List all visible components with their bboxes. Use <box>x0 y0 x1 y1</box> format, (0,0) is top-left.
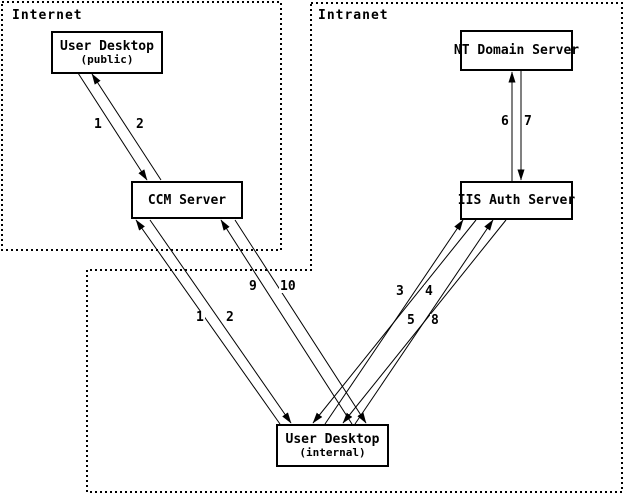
node-ccm-server-label: CCM Server <box>147 192 227 208</box>
edge-label-2-internal: 2 <box>225 310 235 325</box>
edge-label-7: 7 <box>523 114 533 129</box>
node-user-desktop-internal-label: User Desktop <box>285 432 380 447</box>
node-user-desktop-public-label: User Desktop <box>60 39 154 54</box>
edge-1-public-desktop-to-ccm <box>77 72 148 181</box>
intranet-zone-outline <box>86 2 623 493</box>
edge-label-5: 5 <box>406 313 416 328</box>
edge-2-ccm-to-public-desktop <box>91 73 162 181</box>
edge-label-1-internal: 1 <box>195 310 205 325</box>
edge-8-iis-to-internal-desktop <box>342 219 507 424</box>
node-nt-domain-server-label: NT Domain Server <box>453 43 580 58</box>
internet-zone-label: Internet <box>12 8 83 23</box>
edge-10-ccm-to-internal-desktop <box>234 219 367 424</box>
edge-label-9: 9 <box>248 279 258 294</box>
edge-2-ccm-to-internal-desktop <box>149 219 292 424</box>
edge-label-6: 6 <box>500 114 510 129</box>
edge-label-4: 4 <box>424 284 434 299</box>
edge-4-iis-to-internal-desktop <box>312 219 477 424</box>
node-user-desktop-internal-sublabel: (internal) <box>299 446 366 459</box>
edge-label-1-public: 1 <box>93 117 103 132</box>
node-user-desktop-public-sublabel: (public) <box>80 53 134 66</box>
edge-label-3: 3 <box>395 284 405 299</box>
edge-label-10: 10 <box>279 279 297 294</box>
internet-zone-outline <box>1 1 282 251</box>
edge-label-8: 8 <box>430 313 440 328</box>
edge-9-internal-desktop-to-ccm <box>220 219 353 425</box>
node-iis-auth-server-label: IIS Auth Server <box>457 193 576 208</box>
edge-label-2-public: 2 <box>135 117 145 132</box>
node-iis-auth-server: IIS Auth Server <box>457 181 576 220</box>
node-user-desktop-public: User Desktop (public) <box>51 31 163 74</box>
intranet-zone-label: Intranet <box>318 8 389 23</box>
node-user-desktop-internal: User Desktop (internal) <box>276 424 389 467</box>
node-nt-domain-server: NT Domain Server <box>454 30 579 71</box>
node-ccm-server: CCM Server <box>131 181 243 219</box>
edge-1-internal-desktop-to-ccm <box>135 219 281 425</box>
